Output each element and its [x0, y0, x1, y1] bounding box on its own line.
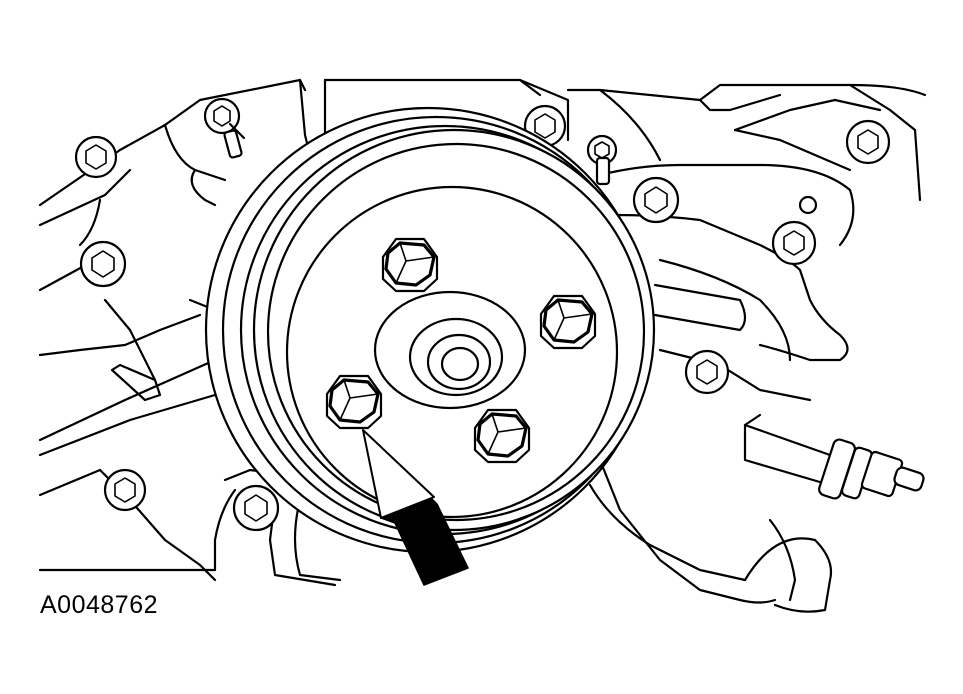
cover-bolt-stud-center: [586, 134, 618, 186]
water-pump-housing: [588, 163, 855, 613]
cover-bolt-stud-top: [203, 97, 246, 159]
water-pump-pulley: [204, 106, 656, 554]
pump-bolt-lower: [684, 349, 730, 395]
cover-bolt-bottom: [232, 484, 280, 532]
engine-front-cover: [38, 78, 927, 587]
cover-bolts: [74, 97, 891, 532]
pump-bolt-upper: [632, 176, 680, 224]
pulley-bolt-top: [381, 237, 439, 293]
cover-bolt-top-right: [845, 119, 891, 165]
cover-bolt-bottom-left: [103, 468, 147, 512]
pulley-bolt-bottom: [473, 408, 531, 464]
callout-arrow: [362, 429, 469, 586]
heater-hose-fitting: [743, 413, 925, 500]
figure-code: A0048762: [40, 591, 159, 619]
cover-bolt-top-left: [74, 135, 118, 179]
pulley-bolt-left-indicated: [325, 374, 383, 430]
pulley-bolts: [325, 237, 597, 464]
pump-bolt-right: [771, 220, 817, 266]
pulley-bolt-right: [539, 294, 597, 350]
cover-bolt-left-mid: [79, 240, 127, 288]
